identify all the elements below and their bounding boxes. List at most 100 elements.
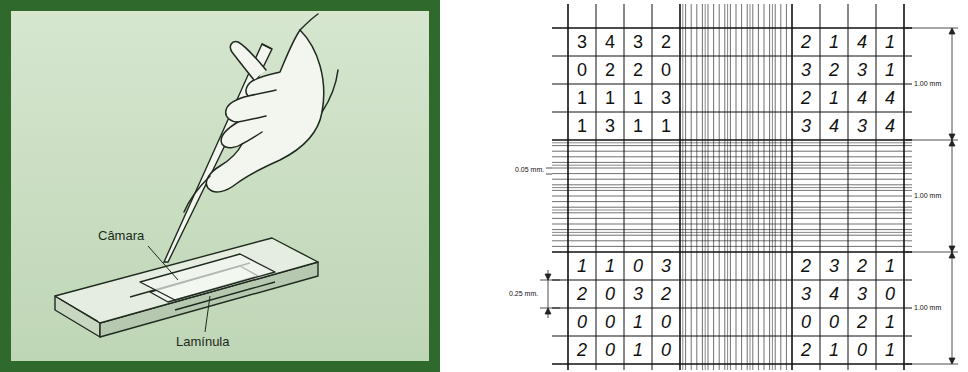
grid-line	[552, 280, 912, 281]
grid-line	[552, 232, 912, 233]
panel-frame	[0, 0, 440, 372]
cell-count: 1	[820, 84, 848, 112]
cell-count: 0	[568, 308, 596, 336]
grid-line	[758, 4, 759, 370]
grid-line	[552, 151, 912, 152]
grid-line	[685, 4, 686, 370]
cell-count: 0	[624, 252, 652, 280]
grid-line	[736, 4, 737, 370]
cell-count: 1	[876, 56, 904, 84]
cell-count: 0	[596, 336, 624, 364]
cell-count: 1	[876, 28, 904, 56]
cell-count: 0	[820, 308, 848, 336]
cell-count: 3	[792, 112, 820, 140]
cell-count: 1	[652, 112, 680, 140]
cell-count: 1	[568, 252, 596, 280]
slide	[55, 238, 318, 337]
grid-line	[552, 162, 912, 163]
grid-line	[772, 4, 773, 370]
cell-count: 0	[848, 336, 876, 364]
cell-count: 0	[568, 56, 596, 84]
cell-count: 1	[624, 308, 652, 336]
grid-line	[552, 308, 912, 309]
part-label: Lamínula	[176, 334, 229, 349]
cell-count: 1	[876, 336, 904, 364]
grid-line	[727, 4, 728, 370]
grid-line	[780, 4, 781, 370]
cell-count: 3	[624, 280, 652, 308]
grid-line	[764, 4, 765, 370]
hand	[184, 14, 338, 212]
grid-line	[552, 168, 912, 169]
cell-count: 3	[820, 252, 848, 280]
cell-count: 0	[876, 280, 904, 308]
grid-line	[596, 4, 597, 370]
grid-line	[903, 4, 905, 370]
grid-line	[691, 4, 692, 370]
grid-line	[552, 145, 912, 146]
counting-grid	[552, 4, 912, 370]
panel-ground	[11, 11, 429, 361]
cell-count: 3	[848, 112, 876, 140]
cell-count: 2	[792, 336, 820, 364]
grid-line	[702, 4, 703, 370]
cell-count: 3	[568, 28, 596, 56]
grid-line	[552, 218, 912, 219]
dimension-label: 0.05 mm.	[514, 166, 545, 173]
grid-line	[552, 224, 912, 225]
part-label: Câmara	[98, 228, 144, 243]
cell-count: 1	[568, 112, 596, 140]
grid-line	[552, 240, 912, 241]
grid-line	[552, 142, 912, 143]
grid-line	[552, 190, 912, 191]
grid-line	[876, 4, 877, 370]
cell-count: 2	[652, 28, 680, 56]
cell-count: 0	[792, 308, 820, 336]
grid-line	[652, 4, 653, 370]
cell-count: 2	[792, 28, 820, 56]
grid-line	[552, 336, 912, 337]
grid-line	[552, 196, 912, 197]
dimension-label: 0.25 mm.	[508, 290, 539, 297]
grid-line	[552, 84, 912, 85]
grid-line	[682, 4, 683, 370]
grid-line	[848, 4, 849, 370]
grid-line	[552, 229, 912, 230]
grid-line	[769, 4, 770, 370]
grid-line	[552, 207, 912, 208]
grid-line	[679, 4, 681, 370]
grid-line	[820, 4, 821, 370]
cell-count: 2	[624, 56, 652, 84]
cell-count: 4	[596, 28, 624, 56]
grid-line	[552, 173, 912, 174]
cell-count: 3	[792, 56, 820, 84]
grid-line	[552, 201, 912, 202]
cell-count: 1	[624, 112, 652, 140]
cell-count: 4	[848, 28, 876, 56]
grid-line	[750, 4, 751, 370]
cell-count: 3	[848, 56, 876, 84]
cell-count: 1	[820, 336, 848, 364]
grid-line	[552, 27, 912, 29]
grid-line	[552, 235, 912, 236]
grid-line	[791, 4, 793, 370]
cell-count: 4	[876, 84, 904, 112]
cell-count: 2	[596, 56, 624, 84]
grid-line	[747, 4, 748, 370]
leader-lines	[148, 246, 210, 332]
cell-count: 0	[596, 308, 624, 336]
cell-count: 2	[568, 280, 596, 308]
grid-line	[705, 4, 706, 370]
cell-count: 2	[652, 280, 680, 308]
grid-line	[724, 4, 725, 370]
grid-line	[719, 4, 720, 370]
cell-count: 0	[596, 280, 624, 308]
grid-line	[552, 251, 912, 253]
cell-count: 4	[820, 280, 848, 308]
cell-count: 2	[792, 84, 820, 112]
cell-count: 3	[792, 280, 820, 308]
grid-line	[552, 165, 912, 166]
grid-line	[552, 179, 912, 180]
cell-count: 1	[596, 252, 624, 280]
grid-line	[624, 4, 625, 370]
